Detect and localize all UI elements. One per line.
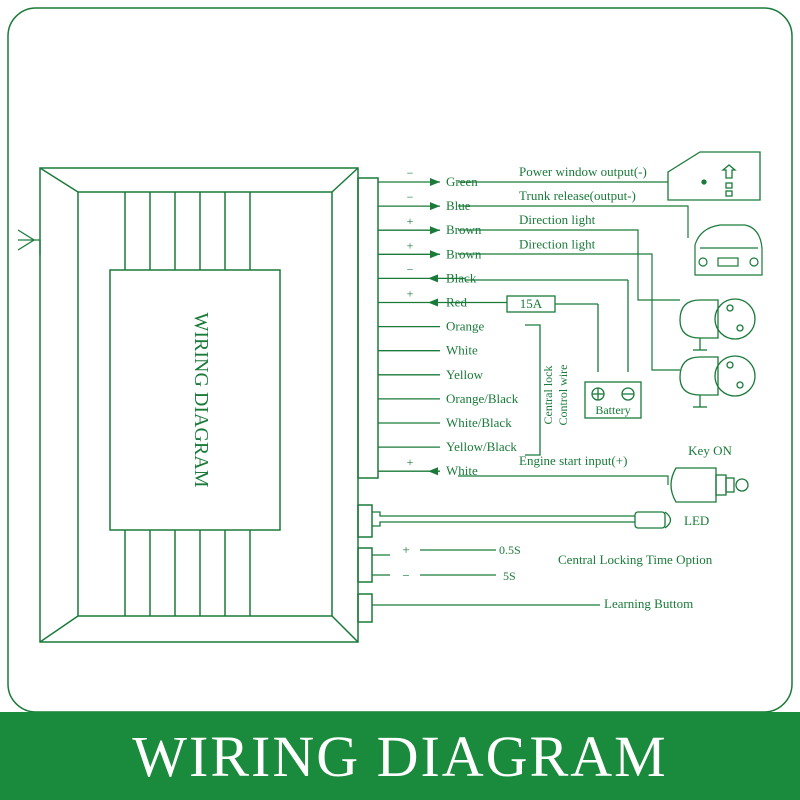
wire-polarity: − <box>407 262 414 276</box>
arrow-left-icon <box>428 298 438 307</box>
wire-polarity: + <box>407 238 414 252</box>
wire-polarity: + <box>407 287 414 301</box>
wire-color-label: White/Black <box>446 415 512 430</box>
wire-description: Trunk release(output-) <box>519 188 636 203</box>
wire-polarity: + <box>407 455 414 469</box>
time-minus-sign: − <box>402 568 409 583</box>
wire-row: Yellow/Black <box>378 439 517 454</box>
central-lock-label: Central lock <box>541 366 555 425</box>
time-option-label: Central Locking Time Option <box>558 552 713 567</box>
battery <box>465 279 642 419</box>
ignition-key-icon <box>670 467 749 503</box>
time-option-lines <box>372 549 600 606</box>
battery-label: Battery <box>595 403 630 417</box>
wire-description: Direction light <box>519 236 596 251</box>
time-minus-value: 5S <box>503 569 516 583</box>
module-label: WIRING DIAGRAM <box>190 313 212 488</box>
wire-description: Engine start input(+) <box>519 453 627 468</box>
wire-row: Orange <box>378 319 484 334</box>
wire-polarity: − <box>407 190 414 204</box>
wire-route <box>458 253 680 371</box>
wire-description: Power window output(-) <box>519 164 647 179</box>
led-label: LED <box>684 513 709 528</box>
power-window-icon <box>667 151 761 201</box>
wire-row: Yellow <box>378 367 484 382</box>
outer-frame <box>7 7 793 712</box>
control-module <box>39 167 379 643</box>
arrow-left-icon <box>428 274 438 283</box>
banner-title: WIRING DIAGRAM <box>0 712 800 800</box>
wire-row: Orange/Black <box>378 391 519 406</box>
wire-polarity: − <box>407 166 414 180</box>
wire-color-label: Orange <box>446 319 484 334</box>
antenna-icon <box>17 229 41 255</box>
direction-light-icon <box>679 355 756 408</box>
wire-row: + White Engine start input(+) <box>378 453 669 485</box>
wire-color-label: White <box>446 343 478 358</box>
wire-route <box>458 475 669 485</box>
arrow-right-icon <box>430 226 440 235</box>
central-lock-bracket <box>525 324 541 456</box>
wire-row: White/Black <box>378 415 512 430</box>
arrow-left-icon <box>428 467 438 476</box>
learning-button-label: Learning Buttom <box>604 596 693 611</box>
car-trunk-icon <box>694 224 763 276</box>
arrow-right-icon <box>430 202 440 211</box>
time-plus-sign: + <box>402 542 409 557</box>
wire-color-label: Yellow <box>446 367 484 382</box>
wire-color-label: White <box>446 463 478 478</box>
wire-description: Direction light <box>519 212 596 227</box>
wire-route <box>458 205 689 238</box>
arrow-right-icon <box>430 250 440 259</box>
wire-row: +Red <box>378 287 467 310</box>
led-icon <box>372 511 672 529</box>
arrow-right-icon <box>430 178 440 186</box>
wire-color-label: Yellow/Black <box>446 439 517 454</box>
wire-color-label: Orange/Black <box>446 391 519 406</box>
control-wire-label: Control wire <box>556 365 570 426</box>
direction-light-icon <box>679 298 756 351</box>
time-plus-value: 0.5S <box>499 543 521 557</box>
key-on-label: Key ON <box>688 443 732 458</box>
wire-polarity: + <box>407 214 414 228</box>
wire-row: White <box>378 343 478 358</box>
wire-row: −Black <box>378 262 477 285</box>
fuse-label: 15A <box>520 296 543 311</box>
